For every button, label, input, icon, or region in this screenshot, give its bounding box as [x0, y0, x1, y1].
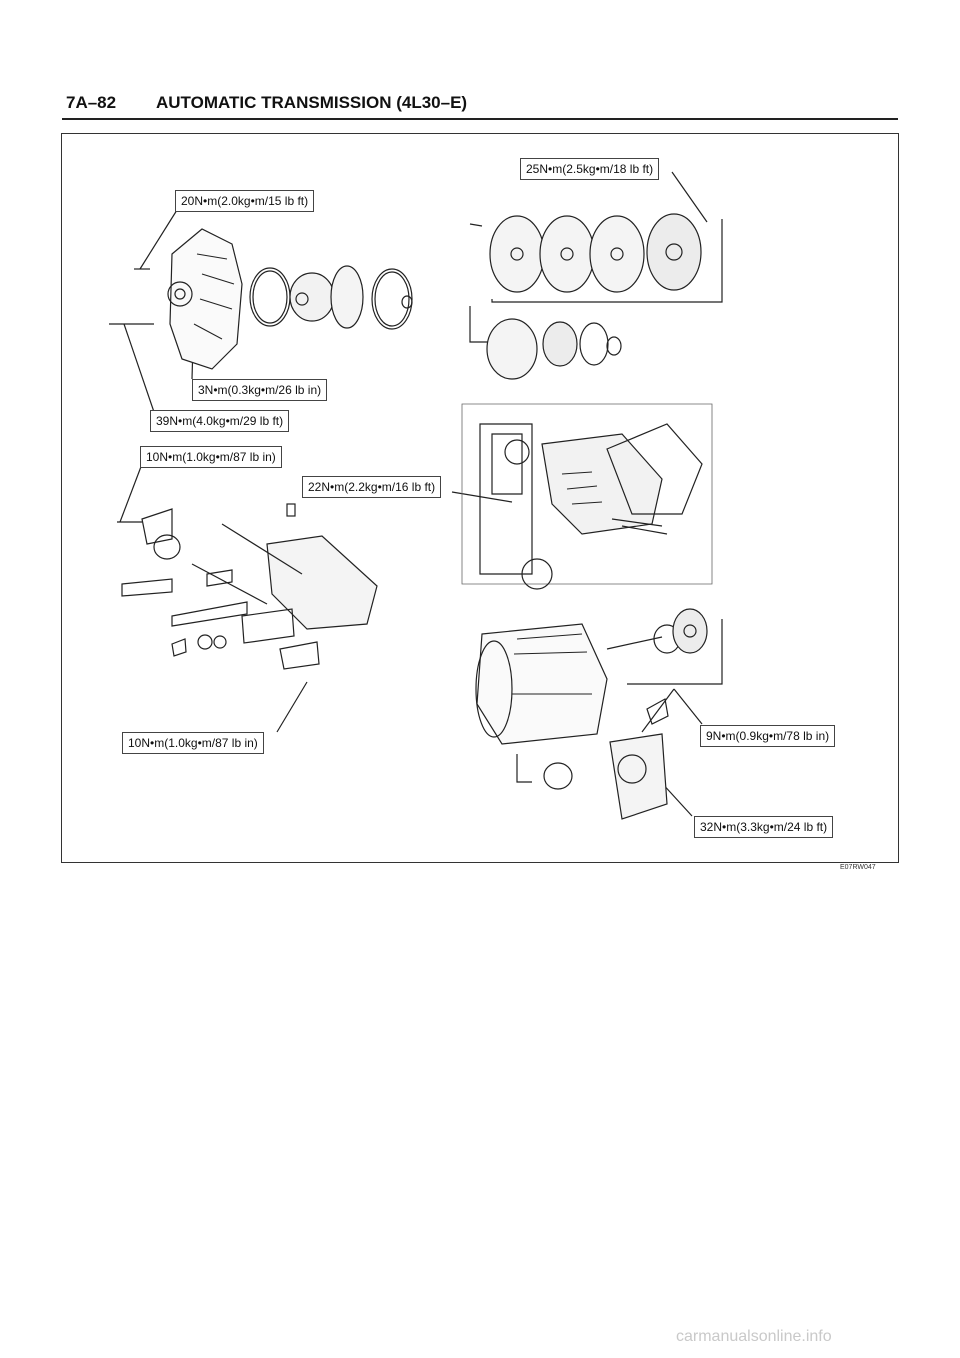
exploded-view-figure: 25N•m(2.5kg•m/18 lb ft) 20N•m(2.0kg•m/15… — [61, 133, 899, 863]
figure-code: E07RW047 — [840, 864, 876, 871]
torque-label-valve-body-screw: 10N•m(1.0kg•m/87 lb in) — [122, 732, 264, 754]
page-header: 7A–82 AUTOMATIC TRANSMISSION (4L30–E) — [62, 88, 898, 120]
exploded-view-drawing — [109, 171, 723, 820]
torque-label-long-bolt: 39N•m(4.0kg•m/29 lb ft) — [150, 410, 290, 432]
page-number: 7A–82 — [66, 93, 117, 112]
torque-label-valve-body-bolt: 22N•m(2.2kg•m/16 lb ft) — [302, 476, 442, 498]
torque-label-solenoid-bolt: 10N•m(1.0kg•m/87 lb in) — [140, 446, 282, 468]
watermark: carmanualsonline.info — [676, 1328, 832, 1345]
page-title: AUTOMATIC TRANSMISSION (4L30–E) — [156, 93, 468, 112]
torque-label-housing-screw: 3N•m(0.3kg•m/26 lb in) — [192, 379, 328, 401]
torque-label-housing-bolt: 20N•m(2.0kg•m/15 lb ft) — [175, 190, 315, 212]
torque-label-converter-bolt: 25N•m(2.5kg•m/18 lb ft) — [520, 158, 660, 180]
torque-label-pump-bolt: 9N•m(0.9kg•m/78 lb in) — [700, 725, 836, 747]
torque-label-pump-cover-bolt: 32N•m(3.3kg•m/24 lb ft) — [694, 816, 834, 838]
